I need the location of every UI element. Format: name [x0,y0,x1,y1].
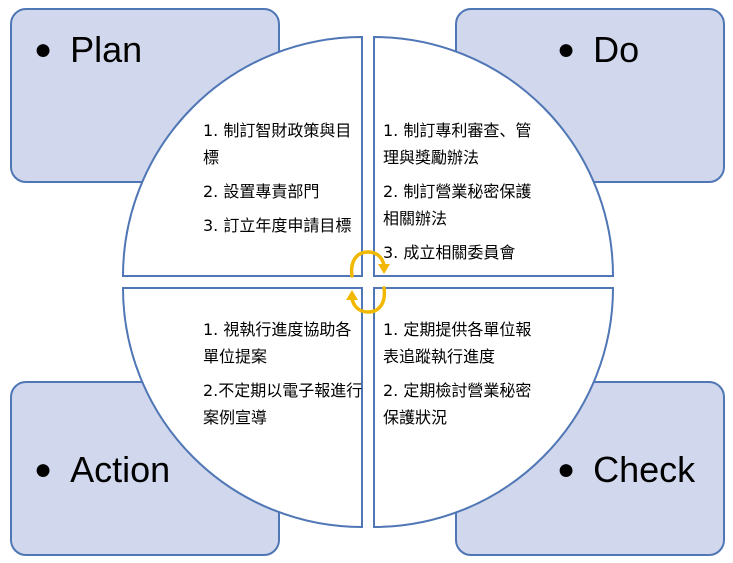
bullet-icon: ● [557,453,576,486]
do-step-2: 2. 制訂營業秘密保護相關辦法 [383,182,532,228]
check-steps: 1. 定期提供各單位報表追蹤執行進度 2. 定期檢討營業秘密保護狀況 [383,316,543,438]
action-title: ●Action [34,449,171,490]
do-quarter [373,35,615,277]
cycle-arrows-icon [346,250,390,314]
check-title: ●Check [557,449,696,490]
plan-quarter [121,35,363,277]
do-step-3: 3. 成立相關委員會 [383,243,516,262]
check-quarter [373,287,615,529]
plan-step-3: 3. 訂立年度申請目標 [203,216,352,235]
bullet-icon: ● [34,453,53,486]
bullet-icon: ● [557,33,576,66]
do-step-1: 1. 制訂專利審查、管理與獎勵辦法 [383,121,532,167]
action-steps: 1. 視執行進度協助各單位提案 2.不定期以電子報進行案例宣導 [203,316,363,438]
action-quarter [121,287,363,529]
bullet-icon: ● [34,33,53,66]
action-step-1: 1. 視執行進度協助各單位提案 [203,320,352,366]
plan-title: ●Plan [34,29,143,70]
plan-step-1: 1. 制訂智財政策與目標 [203,121,352,167]
do-title: ●Do [557,29,640,70]
action-step-2: 2.不定期以電子報進行案例宣導 [203,381,363,427]
do-steps: 1. 制訂專利審查、管理與獎勵辦法 2. 制訂營業秘密保護相關辦法 3. 成立相… [383,117,543,273]
plan-steps: 1. 制訂智財政策與目標 2. 設置專責部門 3. 訂立年度申請目標 [203,117,363,246]
check-step-2: 2. 定期檢討營業秘密保護狀況 [383,381,532,427]
plan-step-2: 2. 設置專責部門 [203,182,320,201]
check-step-1: 1. 定期提供各單位報表追蹤執行進度 [383,320,532,366]
